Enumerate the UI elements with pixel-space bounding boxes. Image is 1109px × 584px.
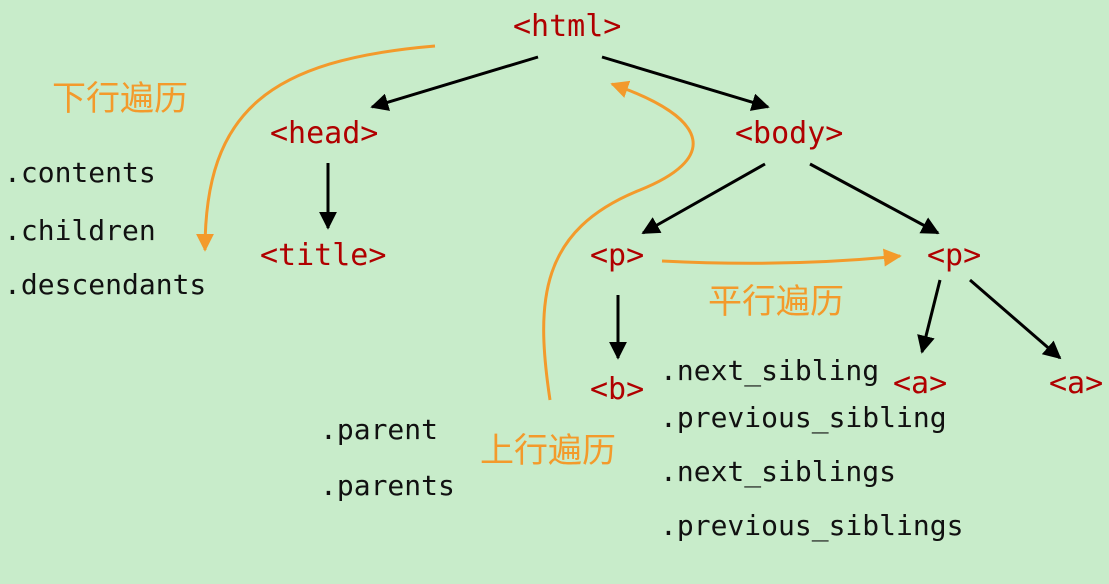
property-descendants: .descendants — [4, 268, 207, 301]
property-parents: .parents — [320, 469, 455, 502]
node-b: <b> — [590, 372, 645, 407]
edge-body-p1 — [641, 162, 766, 235]
upward-traversal-label: 上行遍历 — [480, 431, 616, 471]
edge-html-head — [370, 55, 539, 111]
parallel-traversal-arrow — [661, 248, 902, 267]
property-contents: .contents — [4, 156, 156, 189]
node-title: <title> — [260, 238, 387, 273]
node-head: <head> — [270, 116, 379, 151]
parallel-traversal-label: 平行遍历 — [708, 282, 844, 322]
edge-html-body — [601, 55, 770, 111]
node-html: <html> — [513, 9, 622, 44]
downward-traversal-arrow — [196, 44, 436, 252]
downward-traversal-label: 下行遍历 — [52, 79, 188, 119]
property-next-sibling: .next_sibling — [660, 354, 880, 387]
edge-body-p2 — [809, 162, 940, 235]
property-previous-siblings: .previous_siblings — [660, 509, 964, 542]
property-children: .children — [4, 214, 156, 247]
node-body: <body> — [735, 116, 844, 151]
property-previous-sibling: .previous_sibling — [660, 401, 947, 434]
property-parent: .parent — [320, 413, 439, 446]
edge-p2-a2 — [969, 278, 1062, 360]
edge-p2-a1 — [917, 279, 942, 354]
node-p-first: <p> — [590, 238, 645, 273]
node-a-first: <a> — [893, 366, 948, 401]
upward-traversal-arrow — [542, 80, 695, 401]
node-p-second: <p> — [927, 238, 982, 273]
node-a-second: <a> — [1049, 366, 1104, 401]
property-next-siblings: .next_siblings — [660, 455, 897, 488]
